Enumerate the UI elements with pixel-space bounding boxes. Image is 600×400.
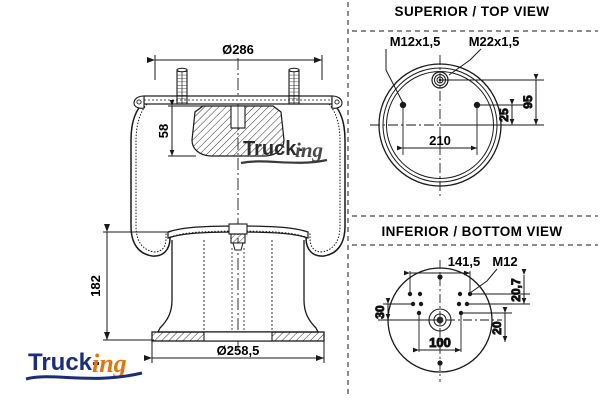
dim-stud-spacing: 210 [396, 105, 478, 155]
top-view-title: SUPERIOR / TOP VIEW [395, 4, 550, 19]
dim-outer-bolt-spacing [403, 270, 471, 296]
bellows-wall [130, 102, 346, 257]
stud-left [176, 67, 188, 105]
dim-label-outer-bolt-spacing: 141,5 [448, 254, 481, 269]
bottom-bolt-holes [407, 274, 473, 366]
bead-crimp-left [133, 95, 145, 109]
dim-label-vertical-offset-left: 30 [373, 305, 387, 319]
dim-label-port-offset-inner: 25 [497, 108, 511, 122]
bead-crimp-right [331, 95, 343, 109]
dim-label-piston-height: 182 [88, 275, 103, 297]
logo-text-accent: ing [92, 349, 127, 378]
dim-piston-height: 182 [88, 224, 170, 341]
bolt-thread-leader [469, 268, 498, 294]
watermark-text-accent: ing [295, 138, 323, 162]
watermark-text-primary: Truck- [243, 138, 303, 160]
dim-label-inner-bolt-spacing: 100 [429, 335, 451, 350]
logo-swoosh [25, 371, 143, 381]
company-logo: Truck- ing [25, 349, 143, 381]
mounting-studs [176, 67, 300, 105]
dim-vertical-offsets-right: 20,7 20 [461, 268, 530, 343]
label-bolt-thread: M12 [492, 254, 517, 269]
dim-label-vertical-offset-upper-right: 20,7 [509, 278, 523, 302]
top-view-panel: SUPERIOR / TOP VIEW M12x1,5 M22x1,5 [370, 4, 549, 196]
dim-bumper-height: 58 [156, 99, 206, 157]
dim-label-outer-diameter-top: Ø286 [222, 42, 254, 57]
dim-label-bumper-height: 58 [156, 124, 171, 138]
dim-outer-diameter-top: Ø286 [147, 42, 323, 80]
dim-vertical-offset-left: 30 [373, 297, 438, 321]
watermark-logo: Truck- ing [240, 138, 328, 165]
logo-text-primary: Truck- [28, 349, 100, 376]
label-stud-thread: M12x1,5 [390, 34, 441, 49]
piston-top-cap [167, 223, 309, 251]
dim-label-stud-spacing: 210 [429, 133, 451, 148]
dim-outer-diameter-bottom: Ø258,5 [144, 341, 325, 363]
internal-bumper [191, 105, 285, 157]
bottom-view-title: INFERIOR / BOTTOM VIEW [381, 224, 562, 239]
top-bead-plate [133, 95, 343, 109]
stud-right [288, 67, 300, 105]
piston-base-plate [151, 331, 325, 342]
dim-label-vertical-offset-lower-right: 20 [490, 321, 504, 335]
dim-label-port-offset-outer: 95 [521, 95, 535, 109]
panel-dividers [347, 2, 598, 398]
dim-port-offsets: 25 95 [440, 73, 544, 126]
label-air-port-thread: M22x1,5 [469, 34, 520, 49]
dim-inner-bolt-spacing: 100 [412, 313, 462, 353]
bottom-view-panel: INFERIOR / BOTTOM VIEW 141,5 M12 [373, 224, 562, 382]
main-section-view: Ø286 [88, 42, 346, 363]
dim-label-outer-diameter-bottom: Ø258,5 [217, 343, 260, 358]
piston-center-nut [230, 233, 246, 244]
